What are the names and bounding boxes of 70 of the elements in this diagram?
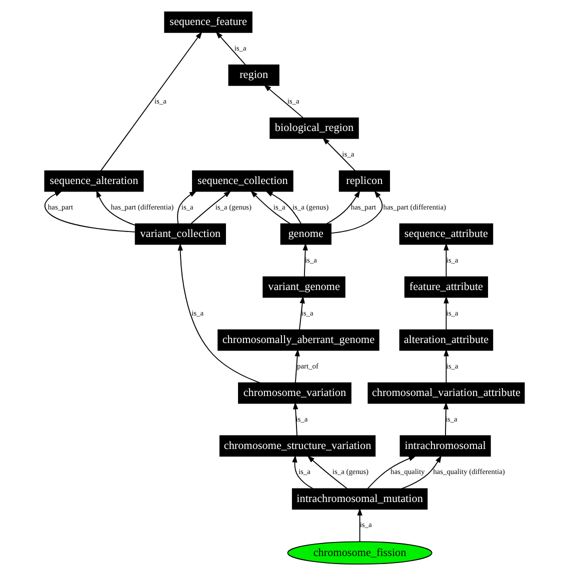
- edge-label: is_a: [154, 96, 166, 106]
- edge-label: has_part: [350, 202, 376, 212]
- arrow: [444, 348, 449, 384]
- arrow: [444, 296, 449, 330]
- edge-label: is_a: [234, 43, 246, 52]
- edge-label: is_a (genus): [332, 467, 369, 476]
- arrow: [44, 190, 136, 232]
- edge-label: is_a (genus): [215, 202, 252, 212]
- arrow: [96, 190, 136, 226]
- node-box: intrachromosomal_mutation: [292, 488, 428, 510]
- arrow: [264, 84, 304, 118]
- node-box: sequence_collection: [192, 170, 294, 192]
- node-box: alteration_attribute: [399, 329, 494, 351]
- arrow: [302, 242, 308, 278]
- arrow: [190, 190, 232, 224]
- arrow: [443, 402, 449, 436]
- edge-label: has_quality (differentia): [433, 467, 505, 476]
- node-box: sequence_attribute: [399, 223, 494, 245]
- node-box: sequence_feature: [164, 12, 252, 33]
- arrow: [326, 190, 360, 224]
- edge-label: is_a: [446, 255, 458, 264]
- node-box: intrachromosomal: [400, 435, 491, 457]
- edge-label: is_a (genus): [292, 202, 329, 212]
- arrow: [294, 348, 300, 384]
- edge-label: is_a: [446, 361, 458, 370]
- arrow: [367, 456, 416, 490]
- edge-label: has_part (differentia): [110, 202, 174, 212]
- edge-label: is_a: [181, 202, 194, 212]
- arrow: [100, 31, 202, 172]
- arrow: [177, 190, 197, 224]
- node-box: chromosomally_aberrant_genome: [218, 329, 380, 351]
- node-box: chromosome_variation: [238, 382, 352, 404]
- node-ellipse: chromosome_fission: [287, 541, 432, 565]
- arrow: [292, 402, 298, 436]
- arrow: [250, 190, 291, 224]
- node-box: region: [228, 64, 280, 86]
- edge-label: is_a: [342, 149, 354, 158]
- node-box: genome: [280, 223, 332, 245]
- edge-label: is_a: [446, 308, 458, 318]
- arrow: [444, 242, 449, 278]
- arrow: [322, 137, 356, 172]
- edge-label: has_quality: [390, 467, 425, 476]
- edge-label: is_a: [296, 414, 308, 424]
- edge-label: is_a: [192, 308, 204, 318]
- node-box: chromosome_structure_variation: [219, 435, 376, 457]
- node-box: replicon: [338, 170, 390, 192]
- edge-label: part_of: [297, 361, 318, 370]
- arrow: [178, 243, 260, 384]
- edge-label: is_a: [445, 414, 458, 424]
- arrow: [357, 508, 362, 542]
- edge-label: has_part (differentia): [383, 202, 446, 212]
- edge-label: is_a: [273, 202, 286, 212]
- node-box: chromosomal_variation_attribute: [368, 382, 525, 404]
- edge-label: has_part: [48, 202, 74, 212]
- node-box: variant_collection: [134, 223, 226, 245]
- arrow: [265, 190, 302, 224]
- arrow: [216, 31, 246, 66]
- node-box: biological_region: [270, 117, 359, 139]
- arrow: [292, 454, 314, 490]
- node-box: sequence_alteration: [44, 170, 144, 192]
- edge-label: is_a: [298, 467, 310, 476]
- arrow: [330, 190, 383, 234]
- node-box: variant_genome: [262, 276, 346, 298]
- edge-label: is_a: [360, 520, 372, 530]
- edge-label: is_a: [287, 96, 300, 106]
- edge-label: is_a: [301, 308, 314, 318]
- arrow: [307, 456, 348, 490]
- arrow: [299, 296, 305, 330]
- arrow: [401, 455, 442, 490]
- node-box: feature_attribute: [404, 276, 488, 298]
